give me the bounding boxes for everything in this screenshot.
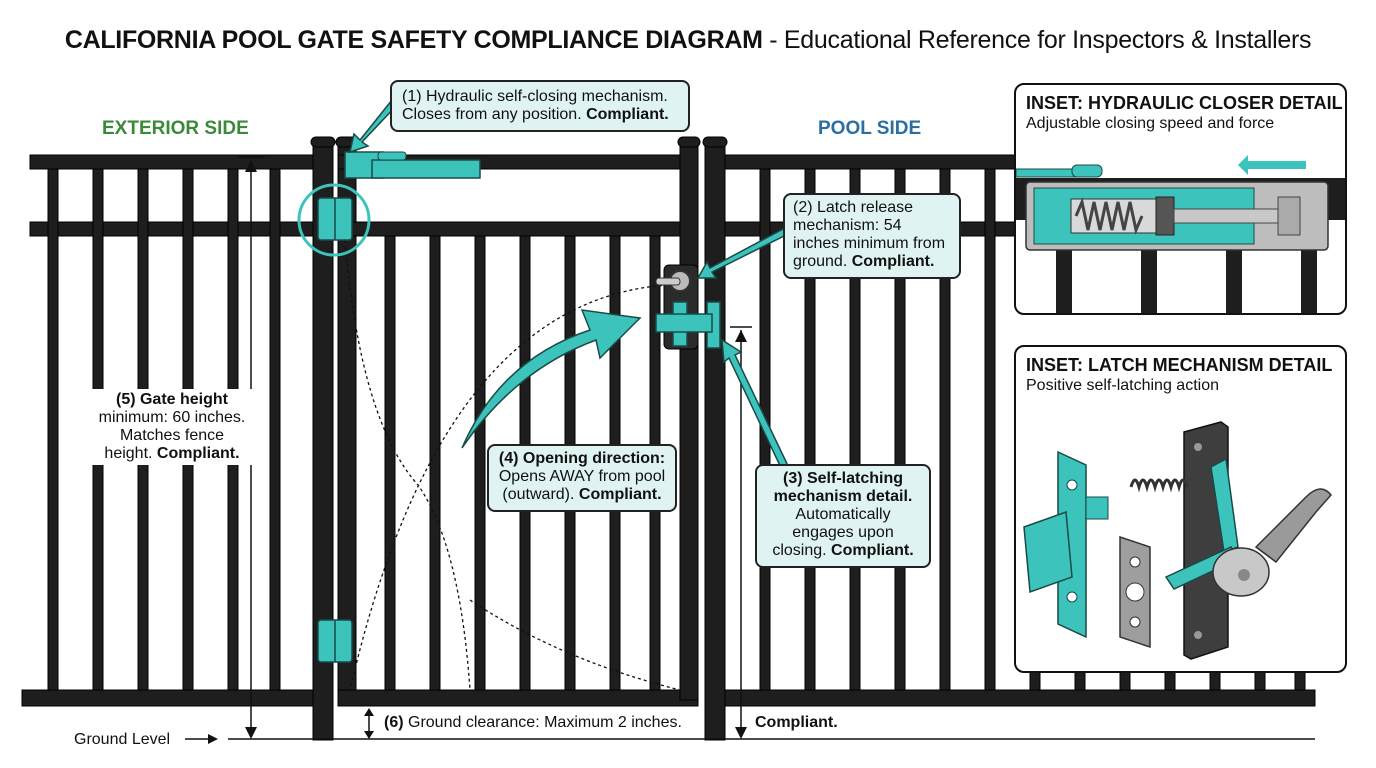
callout-4-text: (outward). [502, 486, 579, 503]
inset-latch-subtitle: Positive self-latching action [1026, 377, 1219, 394]
callout-5-line-4: height. Compliant. [92, 445, 252, 463]
callout-self-latching: (3) Self-latching mechanism detail. Auto… [755, 464, 931, 568]
title-bold: CALIFORNIA POOL GATE SAFETY COMPLIANCE D… [64, 26, 763, 54]
latch-post [704, 144, 726, 741]
latch-exploded-view-icon [1023, 421, 1332, 660]
callout-2-text: ground. [793, 253, 852, 270]
inset-hydraulic-title: INSET: HYDRAULIC CLOSER DETAIL [1026, 93, 1343, 113]
callout-1-text: Closes from any position. [402, 106, 587, 123]
callout-2-line-2: mechanism: 54 [793, 217, 902, 234]
pool-side-label: POOL SIDE [818, 118, 922, 139]
callout-gate-height: (5) Gate height minimum: 60 inches. Matc… [92, 389, 252, 465]
ground-arrow-icon [208, 734, 218, 744]
inset-hydraulic-closer: INSET: HYDRAULIC CLOSER DETAIL Adjustabl… [1014, 83, 1347, 315]
callout-4-line-2: Opens AWAY from pool [498, 468, 666, 485]
callout-5-line-1: (5) Gate height [115, 391, 228, 408]
upper-hinge-icon [317, 197, 353, 241]
inset-hydraulic-subtitle: Adjustable closing speed and force [1026, 115, 1275, 132]
callout-1-line-1: (1) Hydraulic self-closing mechanism. [402, 88, 668, 105]
callout-6-status: Compliant. [755, 714, 838, 731]
callout-5-line-2: minimum: 60 inches. [98, 409, 246, 426]
callout-3-line-1: (3) Self-latching [782, 470, 903, 487]
inset-latch-title: INSET: LATCH MECHANISM DETAIL [1026, 355, 1333, 375]
callout-5-status: Compliant. [156, 445, 240, 462]
callout-2-line-1: (2) Latch release [793, 199, 914, 216]
callout-3-text: closing. [772, 542, 832, 559]
callout-1-line-2: Closes from any position. Compliant. [402, 106, 678, 124]
callout-6-label: (6) [384, 714, 404, 731]
opening-direction-arrow-icon [461, 309, 642, 449]
callout-5-line-3: Matches fence [119, 427, 225, 444]
gate-bottom-rail [337, 689, 699, 707]
callout-5-text: height. [104, 445, 157, 462]
hydraulic-closer-icon [344, 151, 481, 179]
callout-1-status: Compliant. [586, 106, 669, 123]
callout-ground-clearance: (6) Ground clearance: Maximum 2 inches. [384, 714, 682, 732]
hydraulic-cutaway-icon [1016, 155, 1345, 313]
callout-2-status: Compliant. [851, 253, 935, 270]
callout-latch-release: (2) Latch release mechanism: 54 inches m… [783, 193, 961, 279]
lower-hinge-icon [317, 619, 353, 663]
callout-4-line-1: (4) Opening direction: [498, 450, 666, 467]
callout-6-text: Ground clearance: Maximum 2 inches. [403, 714, 682, 731]
callout-3-line-3: Automatically [795, 506, 891, 523]
callout-3-line-5: closing. Compliant. [765, 542, 921, 560]
gate-latch-stile [679, 144, 699, 701]
callout-3-status: Compliant. [831, 542, 914, 559]
callout-4-status: Compliant. [578, 486, 662, 503]
inset-latch-mechanism: INSET: LATCH MECHANISM DETAIL Positive s… [1014, 345, 1347, 673]
hinge-highlight-circle [297, 183, 371, 257]
callout-3-arrow [721, 338, 792, 473]
title-subtitle: - Educational Reference for Inspectors &… [762, 26, 1312, 54]
exterior-side-label: EXTERIOR SIDE [102, 118, 249, 139]
callout-3-line-4: engages upon [792, 524, 894, 541]
callout-hydraulic-closer: (1) Hydraulic self-closing mechanism. Cl… [390, 80, 690, 132]
callout-2-line-4: ground. Compliant. [793, 253, 951, 271]
callout-2-arrow [696, 226, 790, 279]
latch-assembly-icon [655, 264, 721, 350]
callout-opening-direction: (4) Opening direction: Opens AWAY from p… [487, 444, 677, 512]
left-fence-top-rail [29, 154, 316, 170]
ground-level-label: Ground Level [74, 731, 171, 748]
page-title: CALIFORNIA POOL GATE SAFETY COMPLIANCE D… [0, 26, 1376, 55]
callout-3-line-2: mechanism detail. [773, 488, 913, 505]
callout-2-line-3: inches minimum from [793, 235, 946, 252]
gate-mid-rail [337, 221, 689, 237]
callout-4-line-3: (outward). Compliant. [497, 486, 667, 504]
